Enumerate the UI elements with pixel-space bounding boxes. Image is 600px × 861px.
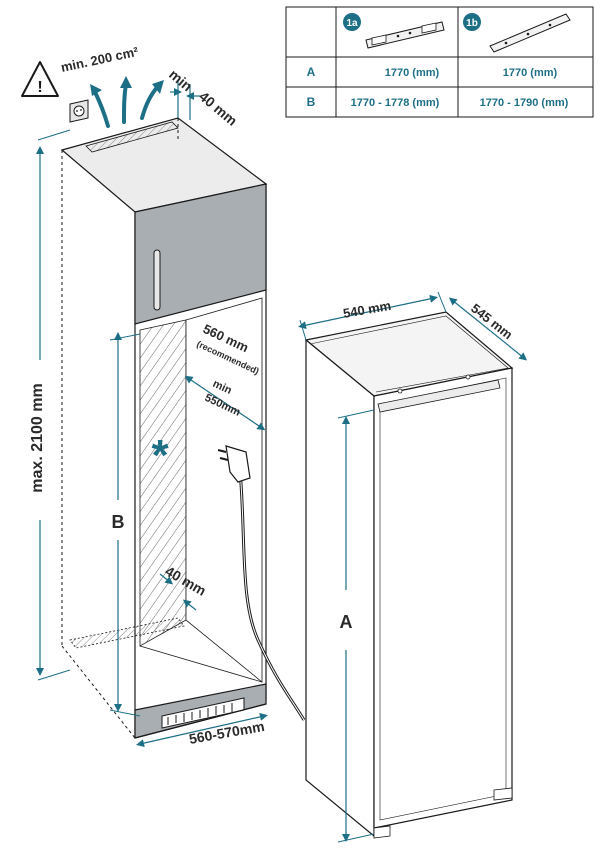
door-handle bbox=[153, 249, 161, 311]
a-dimension: A bbox=[337, 409, 375, 843]
appliance bbox=[304, 311, 514, 839]
appliance-depth-label: 545 mm bbox=[468, 301, 515, 343]
power-cable bbox=[217, 445, 306, 721]
badge-1a bbox=[343, 13, 361, 31]
asterisk-marker: * bbox=[151, 431, 169, 480]
vent-area-label: min. 200 cm² bbox=[60, 44, 141, 75]
socket-icon bbox=[69, 99, 89, 123]
b-label: B bbox=[112, 512, 125, 532]
width-niche-label: 560-570mm bbox=[188, 718, 266, 747]
top-gap-value: 40 mm bbox=[196, 88, 240, 129]
a-label: A bbox=[340, 612, 353, 632]
svg-text:!: ! bbox=[37, 79, 42, 96]
appliance-width-label: 540 mm bbox=[342, 298, 392, 321]
row-a-1a-value: 1770 (mm) bbox=[385, 67, 440, 79]
dimension-table: 1a 1b A 1770 (mm) 1770 (mm) B 1770 - 177… bbox=[285, 6, 594, 118]
row-a-1b-value: 1770 (mm) bbox=[503, 67, 558, 79]
badge-1b bbox=[463, 13, 481, 31]
bracket-1a-icon bbox=[365, 21, 445, 49]
top-gap-min-label: min bbox=[166, 66, 195, 94]
bracket-1b-icon bbox=[489, 13, 571, 53]
row-b-label: B bbox=[307, 95, 316, 109]
warning-icon: ! bbox=[21, 61, 59, 97]
plug-icon bbox=[217, 445, 251, 483]
badge-1b-label: 1b bbox=[466, 18, 478, 29]
b-dimension: B bbox=[109, 332, 141, 717]
row-b-1b-value: 1770 - 1790 (mm) bbox=[480, 97, 569, 109]
row-a-label: A bbox=[307, 65, 316, 79]
niche-back-wall bbox=[139, 319, 187, 647]
badge-1a-label: 1a bbox=[346, 18, 358, 29]
height-dimension: max. 2100 mm bbox=[29, 129, 71, 681]
niche-cabinet bbox=[60, 117, 268, 739]
upper-cabinet-door bbox=[134, 183, 267, 325]
ventilation-arrows bbox=[90, 76, 164, 128]
height-max-label: max. 2100 mm bbox=[29, 383, 46, 492]
row-b-1a-value: 1770 - 1778 (mm) bbox=[351, 97, 440, 109]
